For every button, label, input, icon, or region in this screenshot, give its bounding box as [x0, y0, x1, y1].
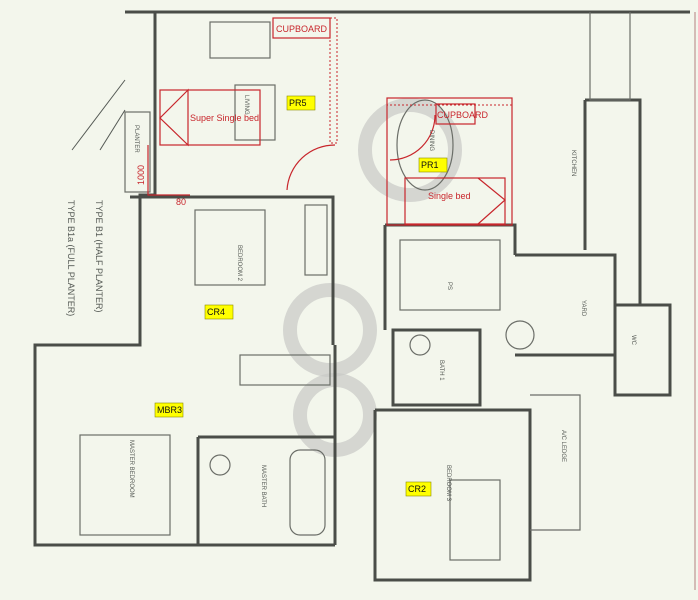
- sink-master-bath: [209, 454, 231, 476]
- label-planter: PLANTER: [133, 125, 139, 153]
- tag-cr4-label: CR4: [207, 307, 225, 317]
- label-kitchen: KITCHEN: [570, 150, 576, 176]
- label-bedroom3: BEDROOM 3: [445, 465, 451, 502]
- watermark: [283, 98, 462, 457]
- label-wc: WC: [630, 335, 636, 346]
- label-yard: YARD: [580, 300, 586, 317]
- plan-labels: LIVING DINING KITCHEN PLANTER BEDROOM 2 …: [66, 79, 636, 507]
- label-ps: PS: [446, 282, 452, 290]
- furniture: [79, 21, 535, 561]
- pr1-boundary: [386, 97, 513, 226]
- tag-mbr3-label: MBR3: [157, 405, 182, 415]
- door-swing-pr5: [286, 144, 336, 191]
- label-master-bedroom: MASTER BEDROOM: [128, 440, 134, 498]
- dining-table: [396, 99, 454, 191]
- label-master-bath: MASTER BATH: [260, 465, 266, 507]
- hatched-wall-pr5: [329, 17, 338, 144]
- hatched-wall-pr1: [386, 97, 513, 106]
- yard-wall: [515, 253, 617, 357]
- master-bath-wall: [196, 435, 335, 545]
- tag-pr5: [286, 95, 316, 111]
- label-bath1: BATH 1: [438, 360, 444, 381]
- planter: [124, 111, 151, 193]
- bedroom3-wall: [373, 408, 532, 582]
- bedroom2-wall: [130, 195, 335, 345]
- tag-pr1: [418, 157, 448, 173]
- label-type-b1a: TYPE B1a (FULL PLANTER): [66, 200, 76, 316]
- label-ac-ledge: A/C LEDGE: [560, 430, 566, 462]
- kitchen-wall: [583, 98, 642, 305]
- super-single-bed-pillow: [159, 88, 189, 147]
- leader-lines: [71, 79, 126, 151]
- wardrobe-bedroom2: [304, 204, 328, 276]
- label-dining: DINING: [428, 130, 434, 151]
- single-bed-label: Single bed: [428, 191, 471, 201]
- ps-wall: [383, 223, 517, 330]
- pr5-boundary: [147, 145, 190, 196]
- living-chair: [234, 84, 276, 141]
- door-swing-pr1: [389, 114, 436, 161]
- balcony: [589, 12, 631, 101]
- cupboard-pr1: [435, 103, 476, 125]
- tag-cr2-label: CR2: [408, 484, 426, 494]
- bed-master: [79, 434, 171, 536]
- cupboard-pr5-label: CUPBOARD: [276, 24, 328, 34]
- ps-box: [399, 239, 501, 311]
- room-tags: PR5 PR1 CR4 MBR3 CR2: [154, 95, 448, 497]
- bed-bedroom3: [449, 479, 501, 561]
- tag-cr2: [405, 481, 432, 497]
- wardrobe-master: [239, 354, 331, 386]
- label-living: LIVING: [243, 95, 249, 115]
- ac-ledge-outline: [530, 394, 581, 531]
- bed-bedroom2: [194, 209, 266, 286]
- wc-wall: [613, 303, 672, 397]
- bath1-wall: [391, 328, 482, 407]
- tag-pr5-label: PR5: [289, 98, 307, 108]
- dimension-label-2: 80: [176, 197, 186, 207]
- sink-bath1: [409, 334, 431, 356]
- label-type-b1: TYPE B1 (HALF PLANTER): [94, 200, 104, 313]
- washer: [505, 320, 535, 350]
- sofa: [209, 21, 271, 59]
- dimension-label: 1000: [136, 165, 146, 185]
- tag-cr4: [204, 304, 234, 320]
- single-bed-pillow: [477, 177, 506, 225]
- markups: CUPBOARD Super Single bed 1000 80 CUPBOA…: [136, 17, 513, 226]
- super-single-bed-label: Super Single bed: [190, 113, 259, 123]
- tag-pr1-label: PR1: [421, 160, 439, 170]
- label-bedroom2: BEDROOM 2: [236, 245, 242, 282]
- single-bed: [404, 177, 506, 225]
- bathtub: [289, 449, 326, 536]
- cupboard-pr1-label: CUPBOARD: [437, 110, 489, 120]
- tag-mbr3: [154, 402, 184, 418]
